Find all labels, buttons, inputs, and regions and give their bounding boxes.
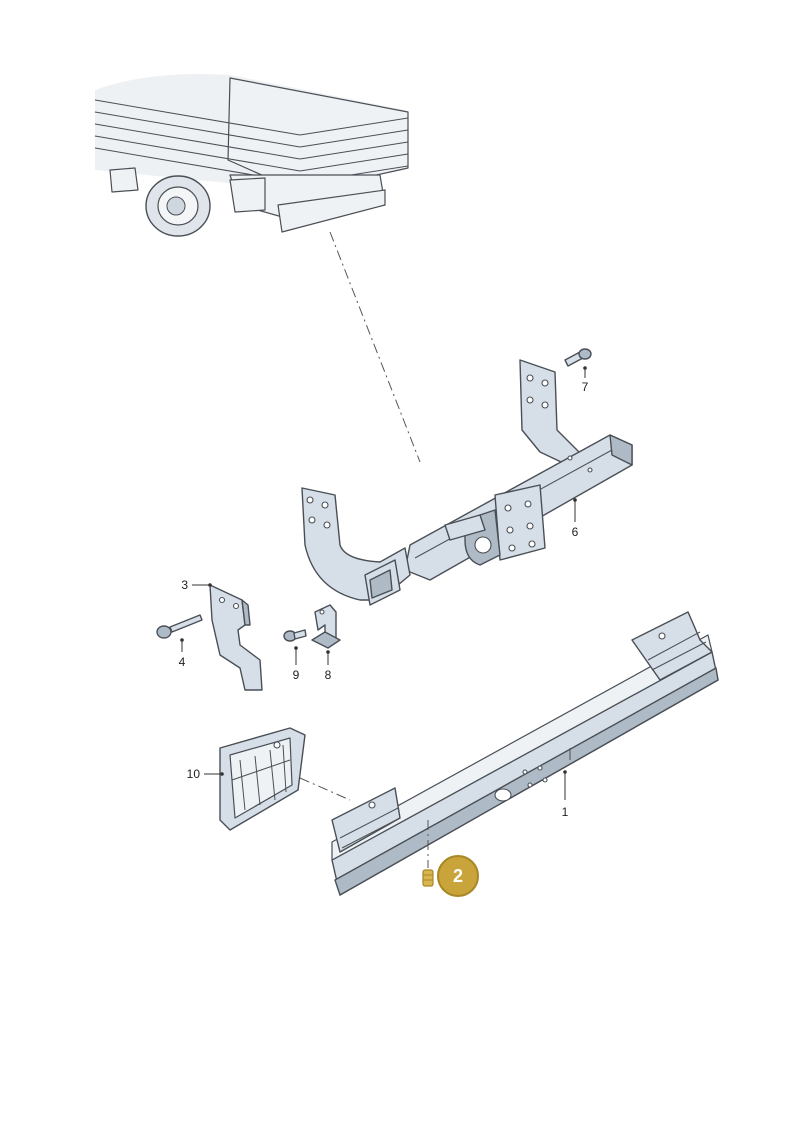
- label-9-group: 9: [293, 646, 300, 682]
- bolt-icon: [564, 348, 592, 367]
- label-8: 8: [325, 668, 332, 682]
- label-4: 4: [179, 655, 186, 669]
- reference-line: [329, 231, 421, 463]
- label-1: 1: [562, 805, 569, 819]
- label-1-group: 1: [562, 770, 569, 819]
- end-cap-reference-line: [299, 777, 351, 801]
- label-3: 3: [181, 578, 188, 592]
- long-bolt-icon: [156, 614, 203, 639]
- label-6: 6: [572, 525, 579, 539]
- label-7: 7: [582, 380, 589, 394]
- tow-hitch-carrier: [301, 359, 633, 606]
- label-8-group: 8: [325, 650, 332, 682]
- label-10: 10: [187, 767, 201, 781]
- highlighted-bolt-icon: [422, 869, 434, 887]
- small-screw-icon: [283, 629, 307, 642]
- label-9: 9: [293, 668, 300, 682]
- small-bracket: [311, 604, 341, 649]
- label-4-group: 4: [179, 638, 186, 669]
- label-7-group: 7: [582, 366, 589, 394]
- label-3-group: 3: [181, 578, 212, 592]
- truck-illustration: [94, 74, 409, 237]
- callout-2-label: 2: [453, 866, 463, 886]
- cross-member: [331, 611, 719, 896]
- label-6-group: 6: [572, 498, 579, 539]
- callout-2[interactable]: 2: [437, 855, 479, 897]
- label-10-group: 10: [187, 767, 224, 781]
- support-bracket: [209, 584, 263, 691]
- end-cap: [219, 727, 306, 831]
